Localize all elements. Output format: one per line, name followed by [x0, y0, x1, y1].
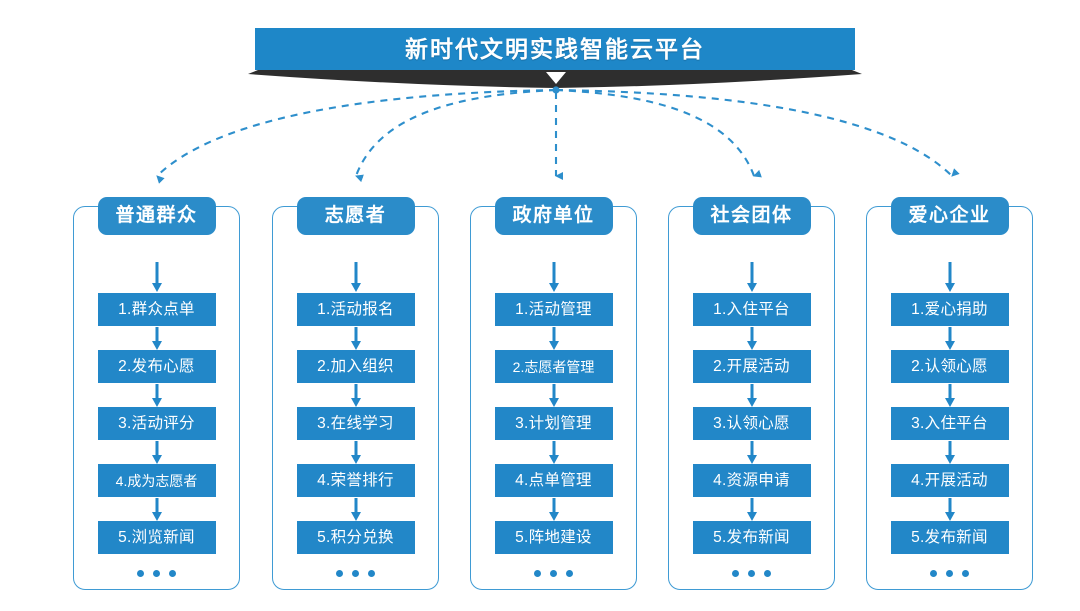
- down-arrow-icon: [151, 261, 162, 293]
- connector-to-col-2: [355, 88, 557, 183]
- column-header[interactable]: 志愿者: [296, 197, 415, 235]
- down-arrow-icon: [944, 261, 955, 293]
- step-item[interactable]: 5.发布新闻: [692, 521, 811, 554]
- ellipsis-dot: [368, 570, 375, 577]
- down-arrow-icon: [746, 326, 757, 350]
- down-arrow-icon: [350, 497, 361, 521]
- down-arrow-icon: [350, 440, 361, 464]
- connector-origin-node: [552, 86, 560, 94]
- column-body: 1.入住平台 2.开展活动 3.认领心愿 4.资源申请 5.发布新闻: [669, 261, 834, 577]
- step-item[interactable]: 5.发布新闻: [890, 521, 1009, 554]
- step-item[interactable]: 4.点单管理: [494, 464, 613, 497]
- more-items-ellipsis[interactable]: [930, 570, 969, 577]
- down-arrow-icon: [151, 440, 162, 464]
- ellipsis-dot: [352, 570, 359, 577]
- ellipsis-dot: [336, 570, 343, 577]
- role-column-政府单位[interactable]: 政府单位 1.活动管理 2.志愿者管理 3.计划管理 4.点单管理 5.阵地建设: [470, 197, 637, 590]
- ellipsis-dot: [930, 570, 937, 577]
- down-arrow-icon: [548, 440, 559, 464]
- down-arrow-icon: [548, 497, 559, 521]
- ellipsis-dot: [169, 570, 176, 577]
- ellipsis-dot: [732, 570, 739, 577]
- down-arrow-icon: [944, 326, 955, 350]
- column-header[interactable]: 普通群众: [97, 197, 216, 235]
- down-arrow-icon: [746, 440, 757, 464]
- step-item[interactable]: 2.发布心愿: [97, 350, 216, 383]
- step-item[interactable]: 1.活动管理: [494, 293, 613, 326]
- more-items-ellipsis[interactable]: [336, 570, 375, 577]
- connector-to-col-4: [555, 88, 762, 178]
- connector-to-col-5: [555, 88, 960, 177]
- down-arrow-icon: [350, 261, 361, 293]
- down-arrow-icon: [151, 497, 162, 521]
- step-item[interactable]: 3.计划管理: [494, 407, 613, 440]
- step-item[interactable]: 1.群众点单: [97, 293, 216, 326]
- column-body: 1.爱心捐助 2.认领心愿 3.入住平台 4.开展活动 5.发布新闻: [867, 261, 1032, 577]
- more-items-ellipsis[interactable]: [732, 570, 771, 577]
- title-banner-shadow: [248, 70, 862, 88]
- down-arrow-icon: [944, 383, 955, 407]
- ellipsis-dot: [550, 570, 557, 577]
- step-item[interactable]: 1.活动报名: [296, 293, 415, 326]
- step-item[interactable]: 2.开展活动: [692, 350, 811, 383]
- step-item[interactable]: 2.认领心愿: [890, 350, 1009, 383]
- step-item[interactable]: 4.荣誉排行: [296, 464, 415, 497]
- more-items-ellipsis[interactable]: [137, 570, 176, 577]
- down-arrow-icon: [548, 326, 559, 350]
- ellipsis-dot: [566, 570, 573, 577]
- step-item[interactable]: 1.爱心捐助: [890, 293, 1009, 326]
- platform-title-bar: 新时代文明实践智能云平台: [255, 28, 855, 70]
- down-arrow-icon: [746, 383, 757, 407]
- column-body: 1.活动报名 2.加入组织 3.在线学习 4.荣誉排行 5.积分兑换: [273, 261, 438, 577]
- down-arrow-icon: [548, 383, 559, 407]
- down-arrow-icon: [350, 383, 361, 407]
- ellipsis-dot: [748, 570, 755, 577]
- role-column-爱心企业[interactable]: 爱心企业 1.爱心捐助 2.认领心愿 3.入住平台 4.开展活动 5.发布新闻: [866, 197, 1033, 590]
- down-arrow-icon: [746, 261, 757, 293]
- down-arrow-icon: [944, 440, 955, 464]
- column-body: 1.活动管理 2.志愿者管理 3.计划管理 4.点单管理 5.阵地建设: [471, 261, 636, 577]
- page-title: 新时代文明实践智能云平台: [405, 35, 705, 62]
- step-item[interactable]: 4.资源申请: [692, 464, 811, 497]
- role-column-社会团体[interactable]: 社会团体 1.入住平台 2.开展活动 3.认领心愿 4.资源申请 5.发布新闻: [668, 197, 835, 590]
- role-column-志愿者[interactable]: 志愿者 1.活动报名 2.加入组织 3.在线学习 4.荣誉排行 5.积分兑换: [272, 197, 439, 590]
- down-arrow-icon: [746, 497, 757, 521]
- step-item[interactable]: 5.浏览新闻: [97, 521, 216, 554]
- ellipsis-dot: [962, 570, 969, 577]
- column-body: 1.群众点单 2.发布心愿 3.活动评分 4.成为志愿者 5.浏览新闻: [74, 261, 239, 577]
- down-arrow-icon: [350, 326, 361, 350]
- step-item[interactable]: 1.入住平台: [692, 293, 811, 326]
- platform-title-banner: 新时代文明实践智能云平台: [255, 28, 855, 70]
- step-item[interactable]: 3.入住平台: [890, 407, 1009, 440]
- step-item[interactable]: 4.开展活动: [890, 464, 1009, 497]
- step-item[interactable]: 4.成为志愿者: [97, 464, 216, 497]
- step-item[interactable]: 5.阵地建设: [494, 521, 613, 554]
- more-items-ellipsis[interactable]: [534, 570, 573, 577]
- down-arrow-icon: [151, 383, 162, 407]
- step-item[interactable]: 3.活动评分: [97, 407, 216, 440]
- step-item[interactable]: 3.认领心愿: [692, 407, 811, 440]
- ellipsis-dot: [153, 570, 160, 577]
- column-header[interactable]: 政府单位: [494, 197, 613, 235]
- ellipsis-dot: [137, 570, 144, 577]
- step-item[interactable]: 5.积分兑换: [296, 521, 415, 554]
- connector-to-col-1: [156, 88, 557, 184]
- column-header[interactable]: 社会团体: [692, 197, 811, 235]
- step-item[interactable]: 2.志愿者管理: [494, 350, 613, 383]
- down-arrow-icon: [151, 326, 162, 350]
- step-item[interactable]: 3.在线学习: [296, 407, 415, 440]
- ellipsis-dot: [534, 570, 541, 577]
- column-header[interactable]: 爱心企业: [890, 197, 1009, 235]
- role-column-普通群众[interactable]: 普通群众 1.群众点单 2.发布心愿 3.活动评分 4.成为志愿者 5.浏览新闻: [73, 197, 240, 590]
- step-item[interactable]: 2.加入组织: [296, 350, 415, 383]
- ellipsis-dot: [764, 570, 771, 577]
- ellipsis-dot: [946, 570, 953, 577]
- down-arrow-icon: [944, 497, 955, 521]
- down-arrow-icon: [548, 261, 559, 293]
